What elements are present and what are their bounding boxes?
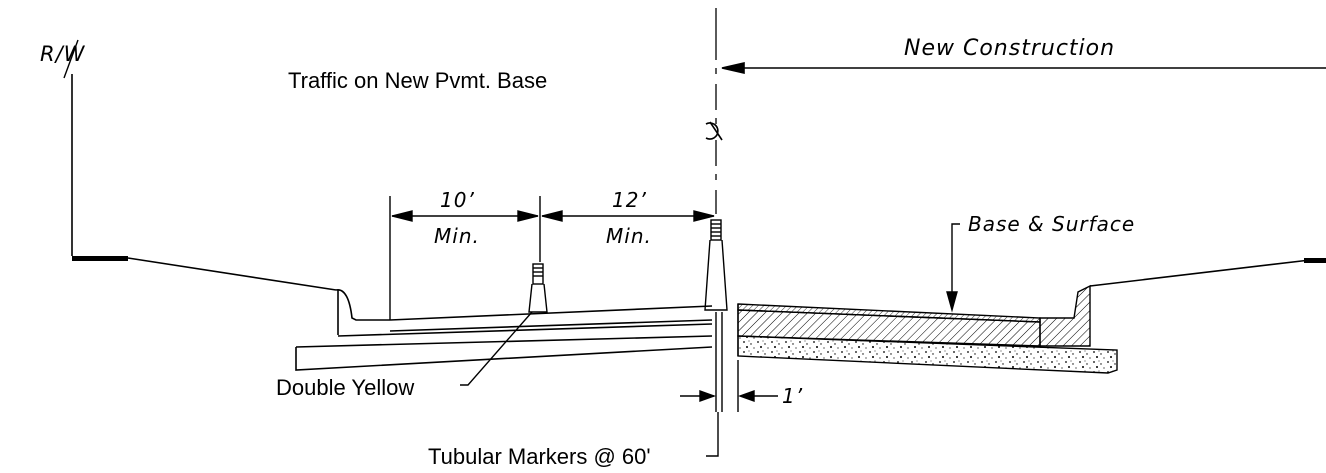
rw-label: R/W: [40, 44, 85, 65]
offset-dimension: [680, 360, 778, 412]
dim-10-label: 10’: [440, 188, 475, 212]
lane-dimensions: [389, 196, 715, 320]
dim-1-label: 1’: [782, 384, 804, 408]
tubular-markers-leader: [706, 412, 719, 457]
base-surface-leader: [946, 223, 960, 313]
dim-12-label: 12’: [612, 188, 647, 212]
base-surface-label: Base & Surface: [968, 212, 1136, 236]
new-construction-label: New Construction: [904, 36, 1116, 61]
rw-text: R/W: [40, 42, 86, 66]
double-yellow-label: Double Yellow: [276, 375, 415, 400]
tubular-marker-lane: [528, 263, 548, 313]
tubular-markers-label: Tubular Markers @ 60': [428, 444, 651, 469]
left-roadside: [71, 74, 713, 371]
right-roadside: [1089, 258, 1326, 287]
new-construction-arrow: [721, 61, 1326, 75]
rw-slash: [63, 39, 79, 79]
centerline: [705, 8, 723, 214]
double-yellow-leader: [460, 311, 533, 386]
dim-12-min-label: Min.: [606, 224, 652, 248]
new-pavement-section: [737, 284, 1118, 374]
tubular-marker-centerline: [704, 219, 728, 412]
traffic-label: Traffic on New Pvmt. Base: [288, 68, 548, 93]
dim-10-min-label: Min.: [434, 224, 480, 248]
